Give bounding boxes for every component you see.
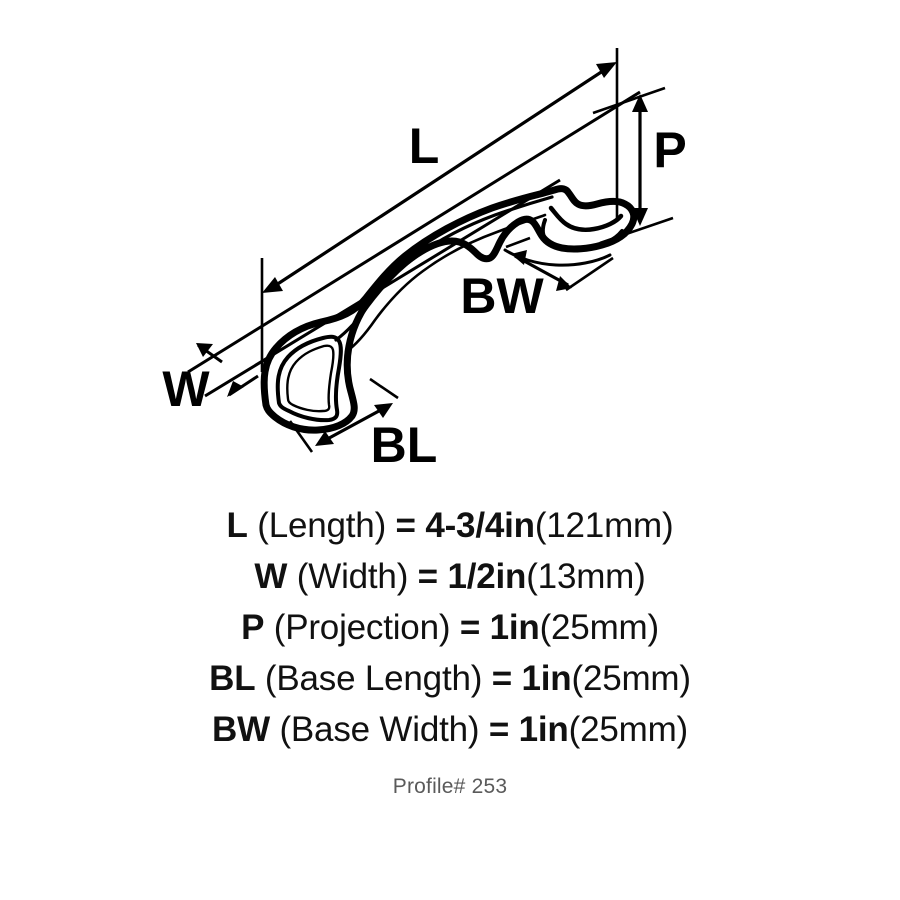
handle-right-scoop (540, 218, 624, 252)
handle-outline (260, 185, 638, 434)
width-dimension (196, 343, 259, 397)
cabinet-pull-diagram: L W P BL BW (162, 48, 687, 473)
spec-name-length: (Length) (247, 506, 387, 545)
spec-value-base-length: 1in (521, 659, 572, 698)
profile-number: Profile# 253 (392, 775, 508, 798)
handle-right-curl-inner (548, 205, 624, 233)
spec-abbr-base-width: BW (212, 710, 270, 749)
specification-list: L (Length) = 4-3/4in(121mm) W (Width) = … (0, 500, 900, 799)
spec-value-base-width: 1in (518, 710, 569, 749)
base-width-extension-lower (565, 256, 614, 292)
spec-abbr-width: W (254, 557, 288, 596)
spec-line-base-width: BW (Base Width) = 1in(25mm) (0, 704, 900, 755)
spec-eq-projection: = (450, 608, 490, 647)
handle-arm-top-ridge (334, 195, 554, 342)
handle-left-foot-inner (275, 334, 343, 423)
label-length: L (409, 118, 440, 174)
spec-eq-base-width: = (479, 710, 519, 749)
base-width-extension-upper (505, 236, 531, 249)
spec-line-width: W (Width) = 1/2in(13mm) (0, 551, 900, 602)
handle-right-foot-underside (503, 248, 612, 267)
spec-name-projection: (Projection) (264, 608, 451, 647)
spec-abbr-projection: P (241, 608, 265, 647)
projection-dimension (632, 94, 648, 226)
base-length-extension-right (369, 377, 399, 400)
base-length-arrowhead-left (315, 431, 334, 446)
spec-eq-length: = (386, 506, 426, 545)
spec-name-base-width: (Base Width) (269, 710, 480, 749)
width-arrowhead-lower (227, 381, 244, 397)
base-length-dimension-line (319, 404, 389, 445)
handle-left-foot-highlight (286, 344, 335, 413)
spec-line-base-length: BL (Base Length) = 1in(25mm) (0, 653, 900, 704)
spec-metric-width: (13mm) (526, 557, 646, 596)
drawing-area: L W P BL BW (162, 48, 687, 473)
handle-outer-silhouette (260, 185, 638, 434)
projection-arrowhead-top (632, 94, 648, 112)
extension-lines (260, 48, 619, 372)
label-base-width: BW (460, 268, 544, 324)
spec-value-length: 4-3/4in (425, 506, 535, 545)
label-width: W (162, 361, 210, 417)
spec-line-projection: P (Projection) = 1in(25mm) (0, 602, 900, 653)
length-dimension (262, 62, 617, 293)
width-arrowhead-upper (196, 343, 213, 357)
spec-abbr-base-length: BL (209, 659, 256, 698)
spec-metric-length: (121mm) (534, 506, 674, 545)
spec-metric-base-length: (25mm) (571, 659, 691, 698)
label-projection: P (653, 122, 686, 178)
length-arrowhead-right (596, 62, 617, 78)
length-dimension-line (269, 63, 613, 291)
spec-metric-base-width: (25mm) (568, 710, 689, 749)
spec-value-projection: 1in (489, 608, 540, 647)
spec-eq-base-length: = (482, 659, 522, 698)
spec-abbr-length: L (226, 506, 248, 545)
label-base-length: BL (371, 417, 438, 473)
spec-value-width: 1/2in (447, 557, 527, 596)
spec-name-base-length: (Base Length) (255, 659, 483, 698)
handle-arm-inner-ridge (344, 213, 547, 354)
spec-name-width: (Width) (287, 557, 409, 596)
width-guide-upper (187, 90, 641, 374)
spec-metric-projection: (25mm) (539, 608, 660, 647)
spec-line-length: L (Length) = 4-3/4in(121mm) (0, 500, 900, 551)
spec-eq-width: = (408, 557, 448, 596)
length-arrowhead-left (262, 277, 283, 293)
base-length-arrowhead-right (374, 403, 393, 418)
